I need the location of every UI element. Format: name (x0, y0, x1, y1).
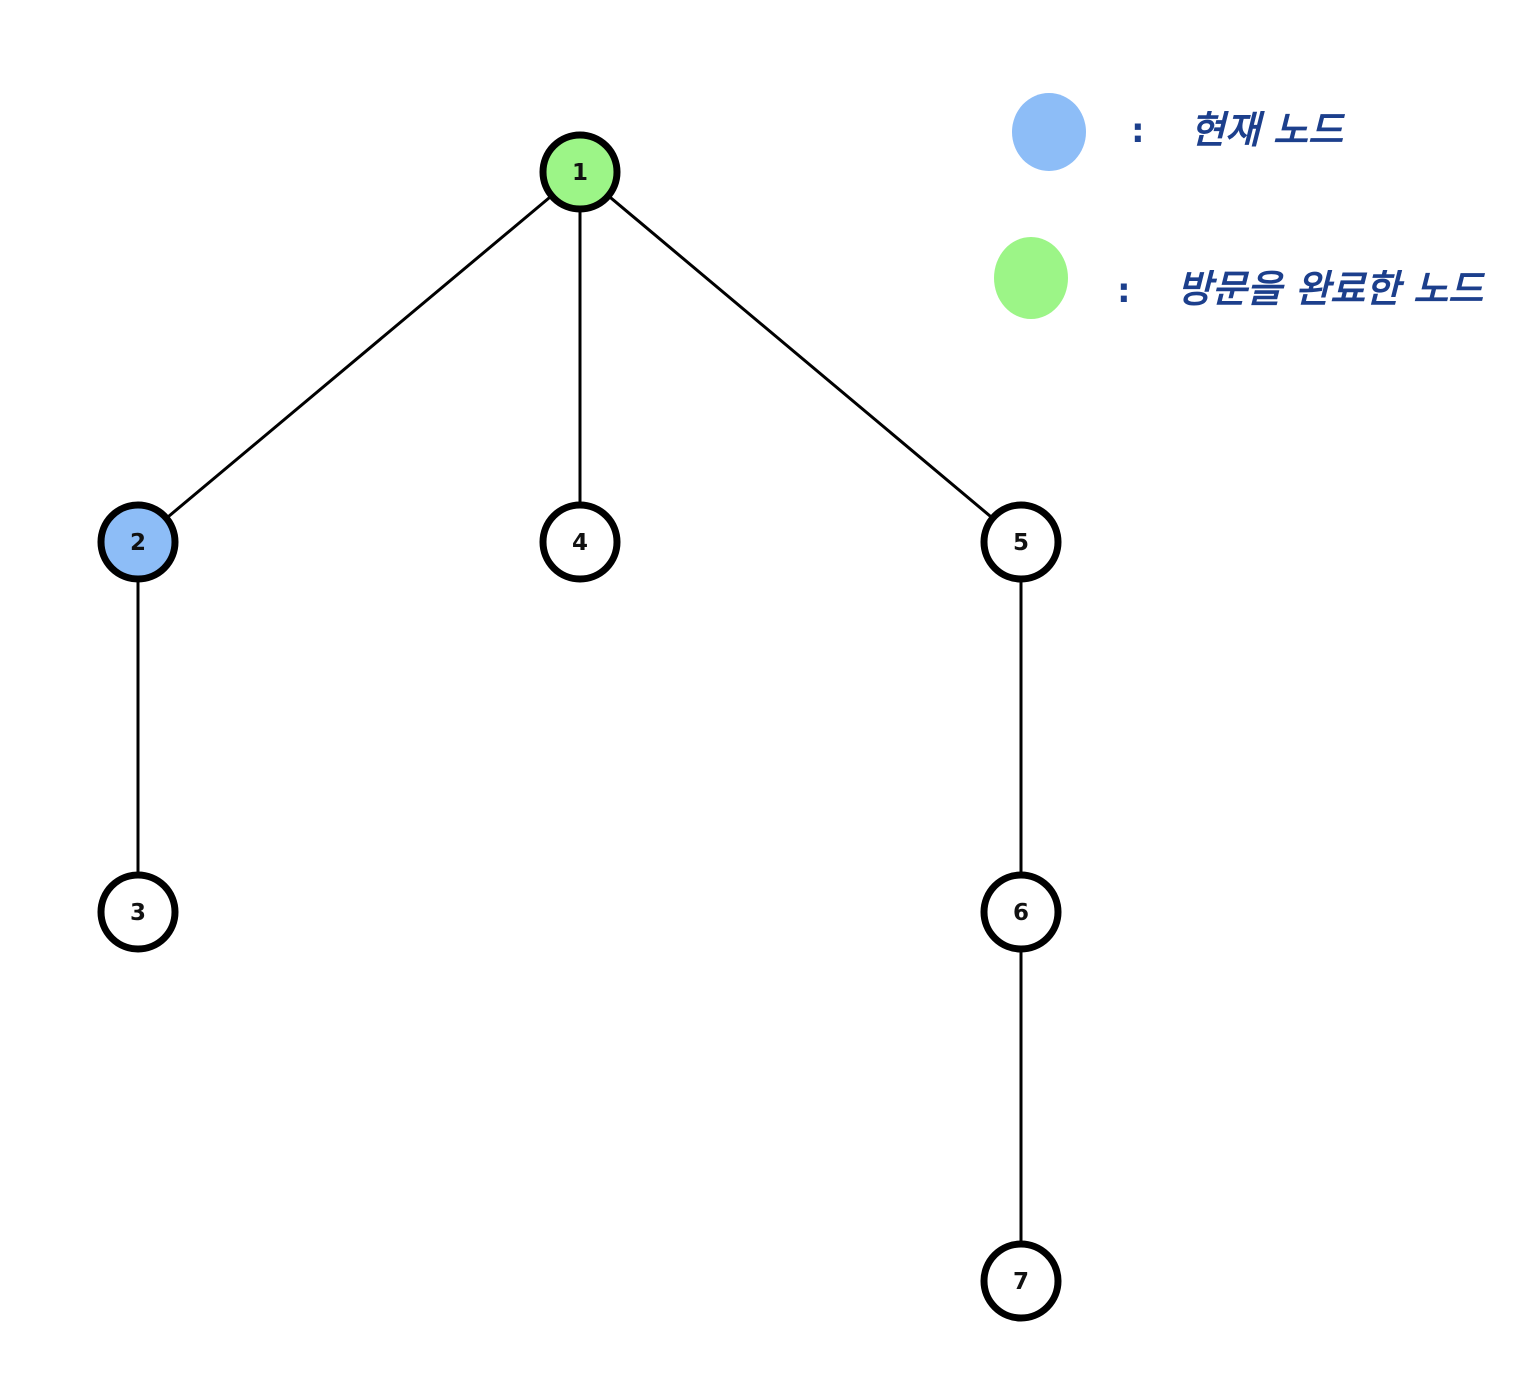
nodes-layer: 1 2 3 4 5 6 7 (97, 131, 1062, 1322)
legend-visited-label: 방문을 완료한 노드 (1177, 267, 1485, 311)
node-4-label: 4 (572, 530, 588, 556)
node-2-circle (97, 501, 179, 583)
edge-1-5 (579, 170, 1022, 544)
node-5: 5 (980, 501, 1062, 583)
node-3: 3 (97, 871, 179, 953)
node-2: 2 (97, 501, 179, 583)
node-3-circle (97, 871, 179, 953)
legend-visited-separator: : (1117, 271, 1131, 311)
node-6-label: 6 (1013, 900, 1029, 926)
legend-current: : 현재 노드 (1012, 93, 1345, 171)
legend-current-label: 현재 노드 (1190, 108, 1345, 152)
node-6: 6 (980, 871, 1062, 953)
node-1-circle (539, 131, 621, 213)
node-5-circle (980, 501, 1062, 583)
legend-current-separator: : (1131, 111, 1145, 151)
legend-current-swatch (1012, 93, 1086, 171)
edge-1-2 (137, 170, 581, 544)
legend-visited: : 방문을 완료한 노드 (994, 237, 1485, 319)
node-1: 1 (539, 131, 621, 213)
node-2-label: 2 (130, 530, 146, 556)
node-1-label: 1 (572, 160, 588, 186)
node-6-circle (980, 871, 1062, 953)
node-7-circle (980, 1240, 1062, 1322)
node-7: 7 (980, 1240, 1062, 1322)
node-5-label: 5 (1013, 530, 1029, 556)
node-4: 4 (539, 501, 621, 583)
node-3-label: 3 (130, 900, 146, 926)
legend-visited-swatch (994, 237, 1068, 319)
edges-layer (136, 170, 1023, 1281)
node-7-label: 7 (1013, 1269, 1029, 1295)
legend: : 현재 노드 : 방문을 완료한 노드 (994, 93, 1485, 319)
node-4-circle (539, 501, 621, 583)
